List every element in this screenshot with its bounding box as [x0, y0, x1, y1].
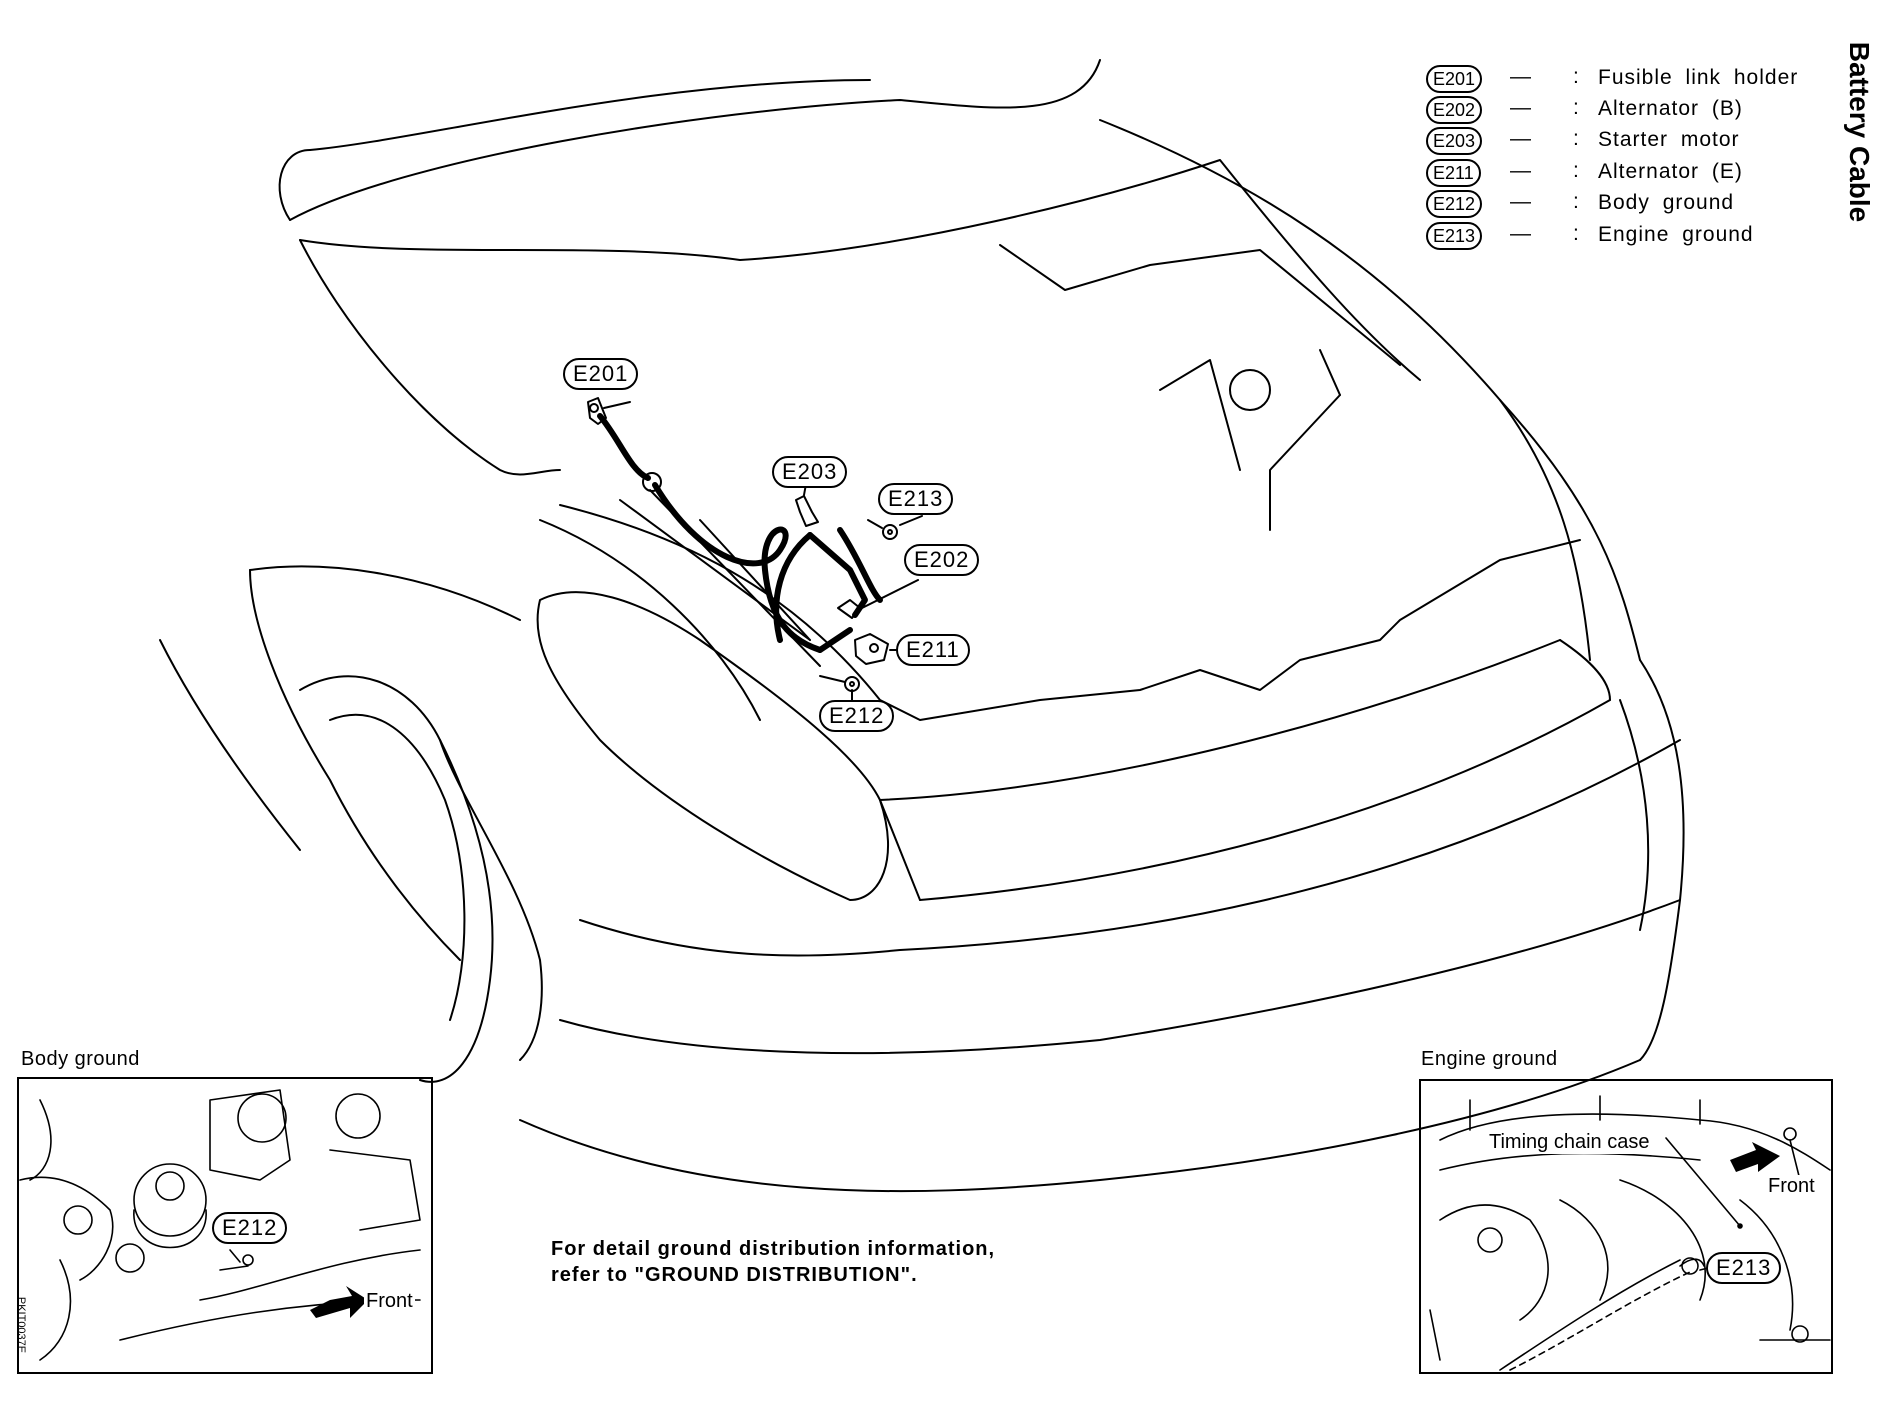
body-ground-title: Body ground — [21, 1048, 140, 1070]
callout-e211: E211 — [896, 634, 970, 666]
legend-code: E203 — [1426, 127, 1483, 155]
engine-ground-front-label: Front — [1766, 1175, 1817, 1198]
legend-code: E213 — [1426, 222, 1483, 250]
legend-colon: : — [1573, 127, 1579, 150]
legend-code: E212 — [1426, 190, 1483, 218]
legend-dash: — — [1510, 65, 1531, 88]
legend-dash: — — [1510, 96, 1531, 119]
ground-distribution-note: For detail ground distribution informati… — [551, 1236, 995, 1288]
legend-dash: — — [1510, 190, 1531, 213]
timing-chain-case-label: Timing chain case — [1487, 1131, 1652, 1154]
body-ground-front-label: Front — [364, 1290, 415, 1313]
legend-code: E202 — [1426, 96, 1483, 124]
callout-e202: E202 — [904, 544, 980, 576]
legend-colon: : — [1573, 159, 1579, 182]
legend-description: Engine ground — [1598, 223, 1754, 246]
body-ground-callout: E212 — [212, 1212, 288, 1244]
body-ground-inset-frame — [17, 1077, 433, 1374]
legend-colon: : — [1573, 96, 1579, 119]
engine-ground-callout: E213 — [1706, 1252, 1782, 1284]
note-line-1: For detail ground distribution informati… — [551, 1238, 996, 1260]
legend-description: Alternator (B) — [1598, 97, 1743, 120]
legend-dash: — — [1510, 222, 1531, 245]
legend-description: Alternator (E) — [1598, 160, 1743, 183]
legend-dash: — — [1510, 159, 1531, 182]
legend-colon: : — [1573, 65, 1579, 88]
page-title: Battery Cable — [1844, 41, 1875, 223]
engine-ground-title: Engine ground — [1421, 1048, 1558, 1070]
legend-dash: — — [1510, 127, 1531, 150]
legend-description: Starter motor — [1598, 128, 1740, 151]
callout-e212: E212 — [819, 700, 895, 732]
page-title-vertical: Battery Cable — [1838, 32, 1880, 232]
callout-e203: E203 — [772, 456, 848, 488]
callout-e201: E201 — [563, 358, 639, 390]
legend-colon: : — [1573, 190, 1579, 213]
figure-code: PKIT0037E — [15, 1296, 27, 1354]
legend-code: E211 — [1426, 159, 1481, 187]
callout-e213: E213 — [878, 483, 954, 515]
legend-description: Fusible link holder — [1598, 66, 1799, 89]
legend-code: E201 — [1426, 65, 1483, 93]
figure-code-vertical: PKIT0037E — [6, 1296, 36, 1354]
note-line-2: refer to "GROUND DISTRIBUTION". — [551, 1264, 918, 1286]
legend-colon: : — [1573, 222, 1579, 245]
legend-description: Body ground — [1598, 191, 1735, 214]
engine-ground-inset-frame — [1419, 1079, 1833, 1374]
